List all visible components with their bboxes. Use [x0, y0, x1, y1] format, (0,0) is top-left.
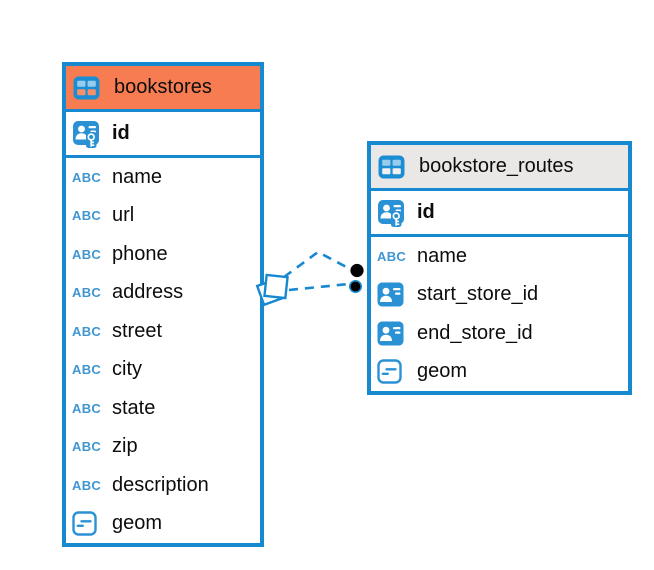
column-row-street[interactable]: ABC street	[66, 312, 260, 351]
column-row-name[interactable]: ABC name	[66, 158, 260, 197]
table-header-bookstore-routes[interactable]: bookstore_routes	[371, 145, 628, 191]
column-name: geom	[112, 512, 163, 535]
column-row-city[interactable]: ABC city	[66, 351, 260, 390]
column-row-url[interactable]: ABC url	[66, 197, 260, 236]
column-name: id	[417, 201, 435, 223]
table-header-bookstores[interactable]: bookstores	[66, 66, 260, 112]
column-row-end_store_id[interactable]: end_store_id	[371, 314, 628, 353]
text-type-icon: ABC	[72, 208, 102, 224]
table-name: bookstore_routes	[419, 155, 574, 177]
column-name: street	[112, 319, 163, 342]
text-type-icon: ABC	[72, 246, 102, 262]
column-name: city	[112, 358, 142, 381]
column-name: zip	[112, 435, 138, 458]
relationship-target-symbol[interactable]	[348, 263, 364, 293]
column-name: start_store_id	[417, 283, 539, 306]
table-icon	[378, 155, 411, 179]
column-row-address[interactable]: ABC address	[66, 274, 260, 313]
geometry-type-icon	[377, 359, 410, 384]
text-type-icon: ABC	[72, 439, 102, 455]
text-type-icon: ABC	[377, 248, 407, 264]
column-name: state	[112, 396, 156, 419]
column-row-state[interactable]: ABC state	[66, 389, 260, 428]
primary-key-icon	[377, 198, 410, 228]
column-name: phone	[112, 242, 168, 265]
column-row-geom[interactable]: geom	[66, 505, 260, 544]
text-type-icon: ABC	[72, 169, 102, 185]
primary-key-icon	[72, 119, 105, 149]
column-row-start_store_id[interactable]: start_store_id	[371, 276, 628, 315]
column-name: description	[112, 473, 209, 496]
text-type-icon: ABC	[72, 477, 102, 493]
table-icon	[73, 76, 106, 100]
foreign-key-icon	[377, 282, 410, 307]
column-row-id[interactable]: id	[371, 191, 628, 237]
column-name: id	[112, 122, 130, 144]
column-row-zip[interactable]: ABC zip	[66, 428, 260, 467]
text-type-icon: ABC	[72, 285, 102, 301]
column-row-geom[interactable]: geom	[371, 353, 628, 392]
relationship-line-start-store[interactable]	[288, 282, 350, 292]
column-row-phone[interactable]: ABC phone	[66, 235, 260, 274]
column-name: url	[112, 204, 135, 227]
column-row-name[interactable]: ABC name	[371, 237, 628, 276]
column-name: end_store_id	[417, 321, 533, 344]
column-name: geom	[417, 360, 468, 383]
text-type-icon: ABC	[72, 400, 102, 416]
text-type-icon: ABC	[72, 323, 102, 339]
foreign-key-icon	[377, 321, 410, 346]
column-row-description[interactable]: ABC description	[66, 466, 260, 505]
geometry-type-icon	[72, 511, 105, 536]
column-name: name	[112, 165, 163, 188]
column-name: address	[112, 281, 184, 304]
column-name: name	[417, 244, 468, 267]
column-row-id[interactable]: id	[66, 112, 260, 158]
text-type-icon: ABC	[72, 362, 102, 378]
table-name: bookstores	[114, 76, 212, 98]
relationship-line-end-store[interactable]	[283, 250, 353, 279]
